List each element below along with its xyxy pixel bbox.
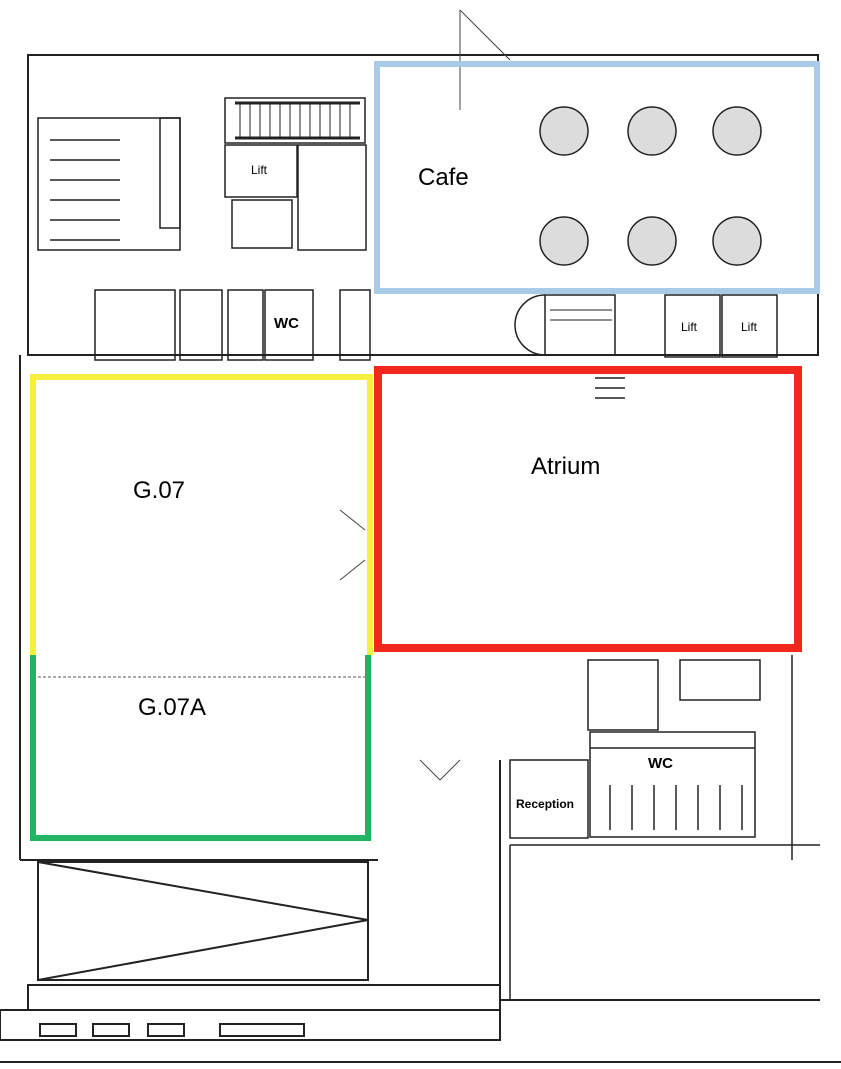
cafe-table — [539, 216, 589, 266]
cafe-table — [627, 216, 677, 266]
cafe-zone-outline — [374, 61, 820, 294]
lift-label: Lift — [741, 320, 758, 334]
lift-label: Lift — [251, 163, 268, 177]
g07-zone-outline — [30, 374, 373, 655]
right-core — [514, 294, 778, 399]
cafe-table — [712, 106, 762, 156]
wc-label: WC — [648, 755, 673, 772]
g07a-label: G.07A — [138, 694, 207, 721]
g07-label: G.07 — [133, 477, 186, 504]
wc-label: WC — [274, 315, 299, 332]
upper-left-rooms — [37, 117, 371, 361]
building-walls — [0, 54, 841, 1063]
cafe-table — [539, 106, 589, 156]
g07a-zone-outline — [30, 655, 371, 841]
lower-right-rooms — [509, 655, 820, 1000]
lift-label: Lift — [681, 320, 698, 334]
cafe-table — [712, 216, 762, 266]
cafe-label: Cafe — [418, 164, 469, 191]
atrium-zone-outline — [374, 366, 802, 652]
cafe-table — [627, 106, 677, 156]
atrium-label: Atrium — [531, 453, 601, 480]
cafe-tables — [539, 106, 762, 266]
door-swings — [339, 9, 511, 781]
central-stair-core — [224, 97, 367, 251]
reception-label: Reception — [516, 797, 575, 811]
